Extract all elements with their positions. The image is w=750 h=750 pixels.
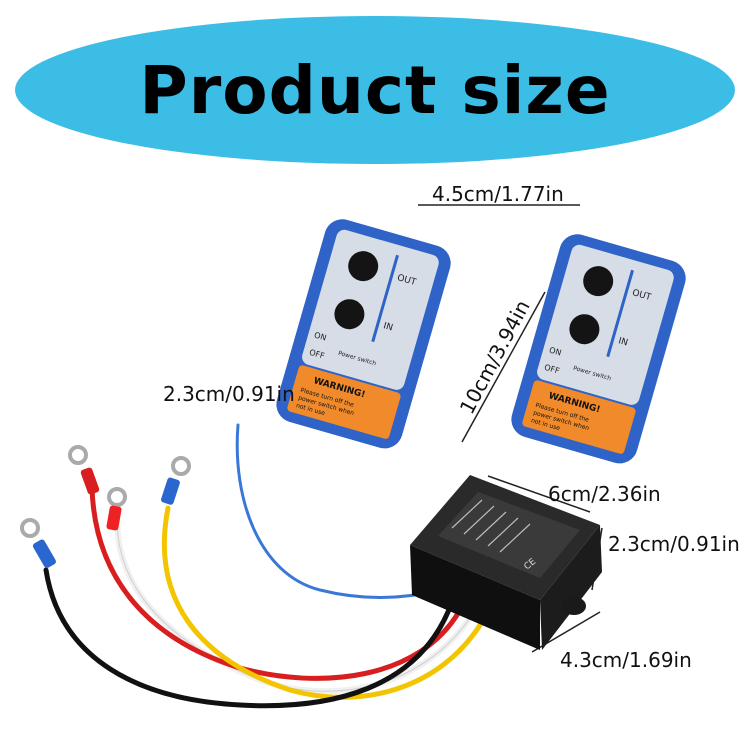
receiver-label-lines xyxy=(451,499,531,553)
label-label-off: OFF xyxy=(543,363,561,376)
page-title: Product size xyxy=(139,52,611,129)
receiver-front xyxy=(410,545,540,650)
banner xyxy=(15,16,735,164)
remote-face xyxy=(302,229,439,390)
label-label-on: ON xyxy=(313,331,327,343)
wire-white-outline xyxy=(116,504,471,692)
receiver-label xyxy=(438,492,580,578)
dim-remote-thickness: 2.3cm/0.91in xyxy=(163,382,295,406)
remote-button-in xyxy=(569,314,600,345)
dim-receiver-length: 6cm/2.36in xyxy=(548,482,661,506)
terminal-red xyxy=(68,445,100,495)
wire-black xyxy=(43,567,455,709)
label-label-in: IN xyxy=(382,321,394,333)
warning-label xyxy=(287,365,401,439)
wires xyxy=(43,423,485,709)
receiver: CE xyxy=(410,475,602,650)
remote-face xyxy=(537,244,674,405)
terminal-yellow xyxy=(161,456,191,505)
remote-left: OUT IN ON OFF Power switch WARNING! Plea… xyxy=(276,219,451,449)
remote-right: OUT IN ON OFF Power switch WARNING! Plea… xyxy=(511,234,686,464)
dim-receiver-height: 2.3cm/0.91in xyxy=(608,532,740,556)
dim-remote-width: 4.5cm/1.77in xyxy=(432,182,564,206)
label-label-on: ON xyxy=(548,346,562,358)
warning-label xyxy=(522,380,636,454)
terminal-black xyxy=(20,518,56,569)
wire-blue xyxy=(235,423,442,599)
remote-button-out xyxy=(583,266,614,297)
remote-button-out xyxy=(348,251,379,282)
wire-yellow xyxy=(161,505,485,700)
receiver-side xyxy=(540,525,602,650)
banner-ellipse xyxy=(15,16,735,164)
receiver-mount-tab xyxy=(562,597,586,615)
wire-red xyxy=(89,485,463,681)
wire-white xyxy=(114,502,473,695)
terminal-white xyxy=(106,487,127,531)
dim-receiver-width: 4.3cm/1.69in xyxy=(560,648,692,672)
remote-button-in xyxy=(334,299,365,330)
label-label-off: OFF xyxy=(308,348,326,361)
label-label-in: IN xyxy=(617,336,629,348)
ring-terminals xyxy=(20,445,191,569)
